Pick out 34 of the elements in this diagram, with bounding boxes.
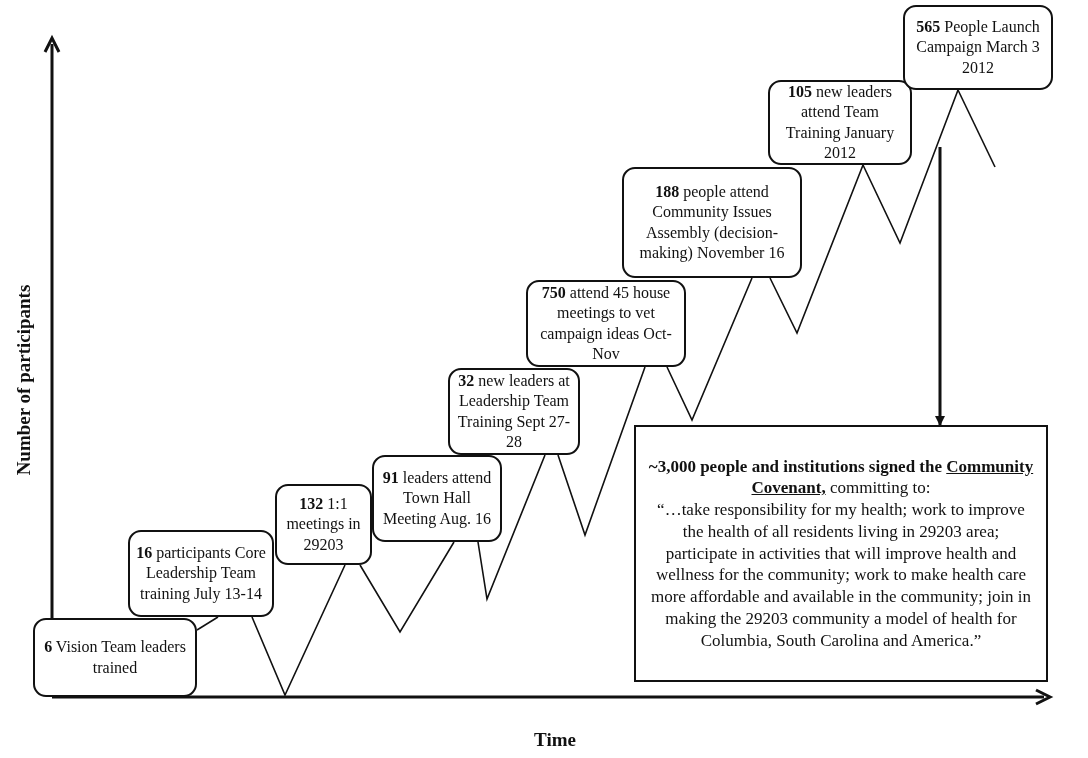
axis-title: Number of participants xyxy=(13,284,35,476)
milestone-box xyxy=(448,368,580,455)
milestone-text: 32 new leaders at Leadership Team Training Sept 27-28 xyxy=(456,370,572,452)
box-heading: ~3,000 people and institutions signed the Community Covenant, committing to: xyxy=(647,455,1035,500)
milestone-text: 6 Vision Team leaders trained xyxy=(43,637,187,678)
connector-line xyxy=(557,366,646,538)
arrow xyxy=(935,147,945,426)
milestone-text: 16 participants Core Leadership Team training July 13-14 xyxy=(135,542,267,605)
connector-line xyxy=(196,616,219,631)
milestone-box xyxy=(622,167,802,278)
connector-line xyxy=(957,89,996,168)
axis-title: Time xyxy=(534,729,576,751)
milestone-box xyxy=(33,618,197,697)
connector-line xyxy=(51,696,96,698)
milestone-text: 750 attend 45 house meetings to vet campaign ideas Oct-Nov xyxy=(539,282,673,364)
milestone-text: 565 People Launch Campaign March 3 2012 xyxy=(915,16,1041,78)
milestone-text: 188 people attend Community Issues Assembly (decision-making) November 16 xyxy=(638,181,786,264)
quote-box xyxy=(634,425,1048,682)
milestone-box xyxy=(128,530,274,617)
connector-line xyxy=(359,541,455,634)
milestone-box xyxy=(372,455,502,542)
connector-line xyxy=(666,277,753,422)
connector-line xyxy=(862,89,959,246)
milestone-text: 105 new leaders attend Team Training January 2012 xyxy=(784,81,896,163)
milestone-text: 91 leaders attend Town Hall Meeting Aug. 16 xyxy=(381,467,493,530)
milestone-box xyxy=(275,484,372,565)
milestone-box xyxy=(526,280,686,367)
milestone-text: 132 1:1 meetings in 29203 xyxy=(285,493,362,555)
milestone-box xyxy=(903,5,1053,90)
connector-line xyxy=(769,164,864,335)
connector-line xyxy=(251,564,346,697)
quote-text: “…take responsibility for my health; work to improve the health of all residents living in 29203 area; participate in activities that will improve health and wellness for the community; work to make health care more affordable and available in the community; join in making the 29203 community a model of health for Columbia, South Carolina and America.” xyxy=(649,499,1033,652)
connector-line xyxy=(477,454,546,602)
milestone-box xyxy=(768,80,912,165)
